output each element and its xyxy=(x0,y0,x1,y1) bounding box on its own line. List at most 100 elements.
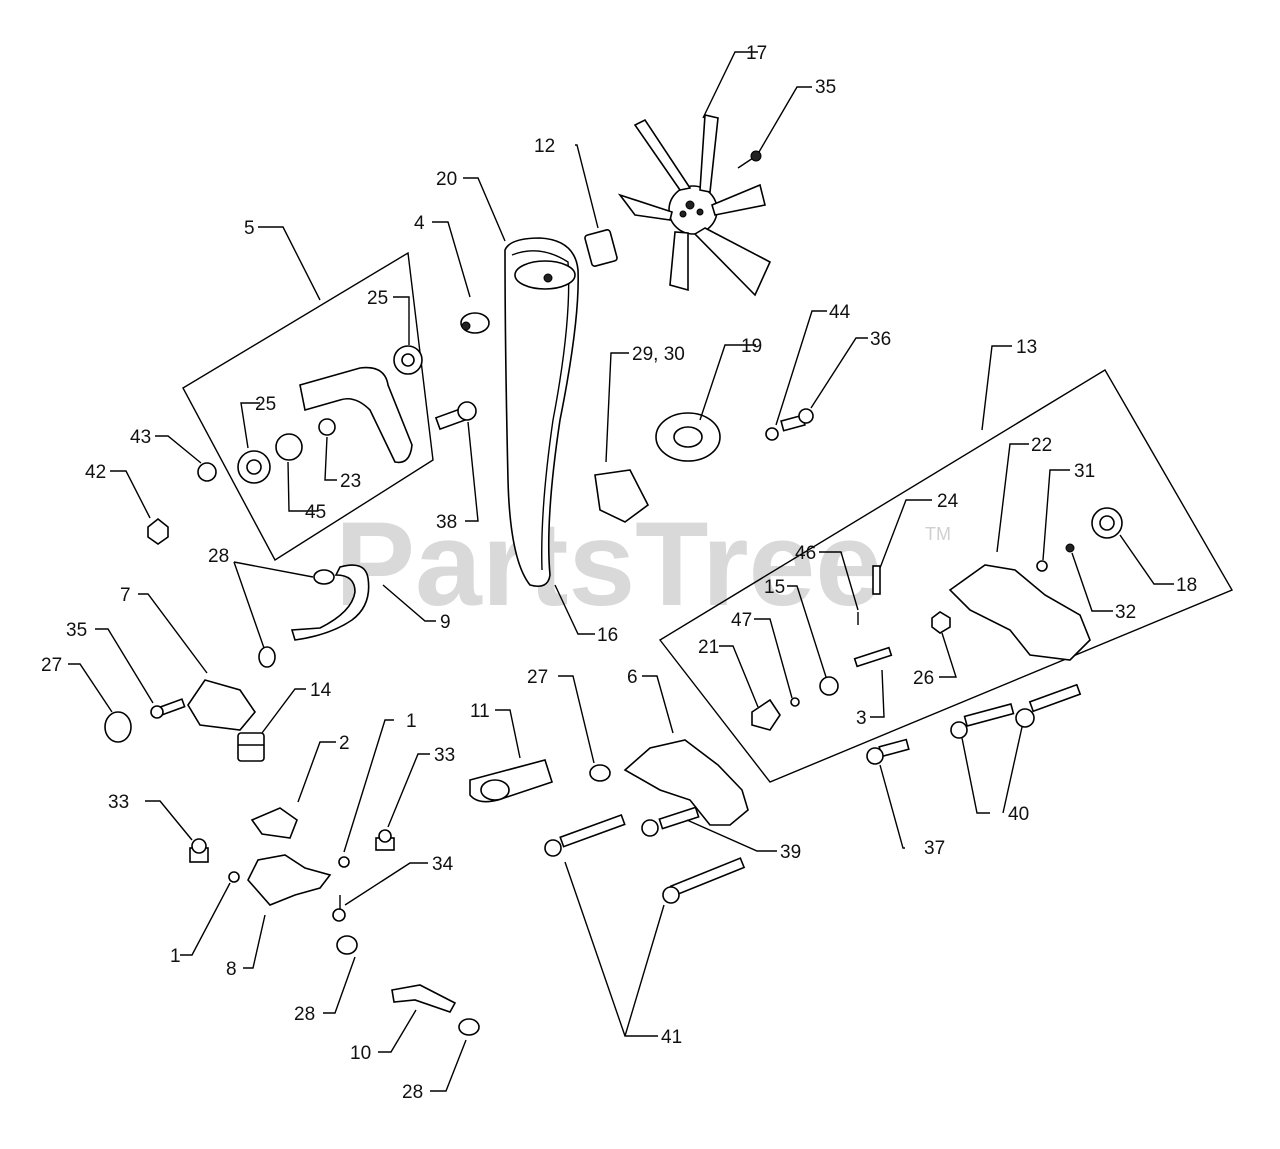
callout-27-left[interactable]: 27 xyxy=(41,655,62,676)
oring-part-1-left[interactable] xyxy=(228,871,240,883)
housing-part-7[interactable] xyxy=(187,679,257,731)
callout-8[interactable]: 8 xyxy=(226,959,237,980)
callout-33-left[interactable]: 33 xyxy=(108,792,129,813)
callout-34[interactable]: 34 xyxy=(432,854,454,875)
bolt-part-39[interactable] xyxy=(641,806,700,837)
callout-31[interactable]: 31 xyxy=(1074,461,1095,482)
clamp-part-28-c[interactable] xyxy=(336,935,358,955)
callout-25-bottom[interactable]: 25 xyxy=(255,394,276,415)
callout-24[interactable]: 24 xyxy=(937,491,959,512)
callout-44[interactable]: 44 xyxy=(829,302,851,323)
bolt-part-38[interactable] xyxy=(434,401,477,431)
pump-part-6[interactable] xyxy=(623,739,749,826)
idler-arm-part[interactable] xyxy=(299,366,413,464)
bolt-part-37[interactable] xyxy=(866,738,910,765)
clamp-part-28-a[interactable] xyxy=(313,569,335,585)
bolt-part-41-top[interactable] xyxy=(544,813,626,857)
clamp-part-27-left[interactable] xyxy=(104,711,132,743)
washer-part-23[interactable] xyxy=(318,418,336,436)
callout-38[interactable]: 38 xyxy=(436,512,457,533)
callout-39[interactable]: 39 xyxy=(780,842,801,863)
clamp-part-28-d[interactable] xyxy=(458,1018,480,1036)
callout-26[interactable]: 26 xyxy=(913,668,934,689)
bearing-part-25-bottom[interactable] xyxy=(237,450,271,484)
gear-part-15[interactable] xyxy=(819,676,839,696)
callout-18[interactable]: 18 xyxy=(1176,575,1197,596)
callout-5[interactable]: 5 xyxy=(244,218,255,239)
callout-9[interactable]: 9 xyxy=(440,612,451,633)
callout-1-left[interactable]: 1 xyxy=(170,946,181,967)
callout-10[interactable]: 10 xyxy=(350,1043,371,1064)
pump-body-part-22[interactable] xyxy=(948,564,1091,661)
callout-23[interactable]: 23 xyxy=(340,471,361,492)
housing-part-8[interactable] xyxy=(247,854,332,906)
callout-43[interactable]: 43 xyxy=(130,427,151,448)
bolt-part-40-left[interactable] xyxy=(950,702,1015,739)
ring-part-45[interactable] xyxy=(275,433,303,461)
callout-11[interactable]: 11 xyxy=(470,701,490,722)
oring-part-1-right[interactable] xyxy=(338,856,350,868)
callout-36[interactable]: 36 xyxy=(870,329,891,350)
callout-35-top[interactable]: 35 xyxy=(815,77,836,98)
shaft-part-3[interactable] xyxy=(853,646,893,668)
callout-28-middle[interactable]: 28 xyxy=(294,1004,315,1025)
bolt-part-35-left[interactable] xyxy=(150,698,186,719)
callout-15[interactable]: 15 xyxy=(764,577,785,598)
clip-part-31[interactable] xyxy=(1036,560,1048,572)
callout-14[interactable]: 14 xyxy=(310,680,332,701)
belt-part-16[interactable] xyxy=(504,237,579,588)
callout-37[interactable]: 37 xyxy=(924,838,945,859)
callout-22[interactable]: 22 xyxy=(1031,435,1052,456)
hose-part-9[interactable] xyxy=(290,564,370,641)
screw-part-34[interactable] xyxy=(332,895,346,922)
callout-28-bottom[interactable]: 28 xyxy=(402,1082,423,1103)
nut-part-26[interactable] xyxy=(931,611,951,634)
fan-part-17[interactable] xyxy=(617,114,772,297)
callout-20[interactable]: 20 xyxy=(436,169,457,190)
callout-2[interactable]: 2 xyxy=(339,733,350,754)
washer-part-43[interactable] xyxy=(197,462,217,482)
gasket-part-29-30[interactable] xyxy=(594,469,650,523)
thermostat-part-14[interactable] xyxy=(237,732,265,762)
bolt-part-41-bottom[interactable] xyxy=(662,857,746,904)
pin-part-24[interactable] xyxy=(872,565,881,595)
callout-25-top[interactable]: 25 xyxy=(367,288,388,309)
fitting-part-33-left[interactable] xyxy=(189,838,209,863)
callout-27-middle[interactable]: 27 xyxy=(527,667,548,688)
callout-3[interactable]: 3 xyxy=(856,708,867,729)
callout-35-left[interactable]: 35 xyxy=(66,620,87,641)
callout-45[interactable]: 45 xyxy=(305,502,326,523)
callout-28-top[interactable]: 28 xyxy=(208,546,229,567)
gear-part-18[interactable] xyxy=(1091,507,1123,539)
bolt-part-35-top[interactable] xyxy=(737,150,762,169)
callout-21[interactable]: 21 xyxy=(698,637,719,658)
fitting-part-33-right[interactable] xyxy=(375,829,395,851)
pulley-part-19[interactable] xyxy=(655,412,721,462)
callout-12[interactable]: 12 xyxy=(534,136,555,157)
callout-29-30[interactable]: 29, 30 xyxy=(632,344,685,365)
bracket-part-12[interactable] xyxy=(584,229,618,267)
callout-19[interactable]: 19 xyxy=(741,336,762,357)
gasket-part-2[interactable] xyxy=(250,807,298,839)
callout-33-right[interactable]: 33 xyxy=(434,745,455,766)
bolt-part-36[interactable] xyxy=(780,408,814,432)
callout-13[interactable]: 13 xyxy=(1016,337,1037,358)
bearing-part-25-top[interactable] xyxy=(393,345,423,375)
callout-32[interactable]: 32 xyxy=(1115,602,1136,623)
callout-4[interactable]: 4 xyxy=(414,213,425,234)
callout-17[interactable]: 17 xyxy=(746,43,767,64)
clamp-part-27-middle[interactable] xyxy=(589,764,611,782)
callout-7[interactable]: 7 xyxy=(120,585,131,606)
nut-part-42[interactable] xyxy=(147,517,169,545)
callout-16[interactable]: 16 xyxy=(597,625,618,646)
pulley-part-4[interactable] xyxy=(460,312,490,334)
callout-40[interactable]: 40 xyxy=(1008,804,1029,825)
washer-part-47[interactable] xyxy=(790,697,800,707)
bolt-part-40-right[interactable] xyxy=(1015,683,1082,728)
ball-part-32[interactable] xyxy=(1065,543,1075,553)
hose-part-10[interactable] xyxy=(391,984,457,1013)
callout-6[interactable]: 6 xyxy=(627,667,638,688)
impeller-part-21[interactable] xyxy=(751,698,781,731)
callout-47[interactable]: 47 xyxy=(731,610,752,631)
washer-part-44[interactable] xyxy=(765,427,779,441)
